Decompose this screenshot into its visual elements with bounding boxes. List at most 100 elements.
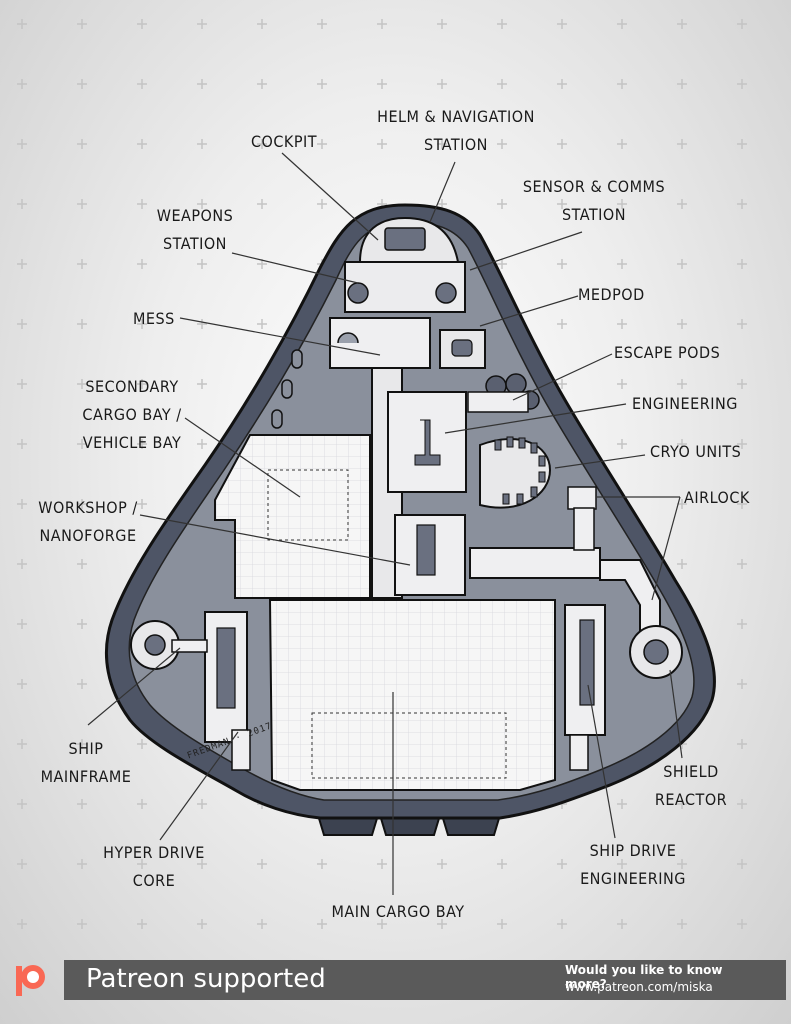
- grid-plus-marker: [617, 859, 627, 869]
- grid-plus-marker: [737, 319, 747, 329]
- grid-plus-marker: [77, 859, 87, 869]
- airlock-room: [567, 486, 597, 510]
- grid-plus-marker: [257, 19, 267, 29]
- grid-plus-marker: [77, 259, 87, 269]
- grid-plus-marker: [677, 859, 687, 869]
- label-helm-navigation: HELM & NAVIGATION STATION: [377, 107, 535, 154]
- grid-plus-marker: [197, 379, 207, 389]
- grid-plus-marker: [737, 679, 747, 689]
- grid-plus-marker: [737, 379, 747, 389]
- grid-plus-marker: [197, 79, 207, 89]
- grid-plus-marker: [317, 859, 327, 869]
- grid-plus-marker: [737, 499, 747, 509]
- grid-plus-marker: [617, 79, 627, 89]
- grid-plus-marker: [17, 619, 27, 629]
- grid-plus-marker: [77, 739, 87, 749]
- grid-plus-marker: [677, 799, 687, 809]
- grid-plus-marker: [77, 79, 87, 89]
- label-shield-reactor: SHIELD REACTOR: [654, 762, 728, 809]
- grid-plus-marker: [617, 319, 627, 329]
- label-workshop: WORKSHOP / NANOFORGE: [38, 498, 138, 545]
- grid-plus-marker: [617, 439, 627, 449]
- grid-plus-marker: [737, 79, 747, 89]
- grid-plus-marker: [737, 859, 747, 869]
- label-medpod: MEDPOD: [578, 285, 645, 304]
- grid-plus-marker: [737, 259, 747, 269]
- grid-plus-marker: [257, 139, 267, 149]
- label-secondary-cargo: SECONDARY CARGO BAY / VEHICLE BAY: [82, 377, 182, 452]
- grid-plus-marker: [317, 199, 327, 209]
- grid-plus-marker: [377, 19, 387, 29]
- grid-plus-marker: [677, 379, 687, 389]
- grid-plus-marker: [737, 139, 747, 149]
- grid-plus-marker: [137, 859, 147, 869]
- patreon-logo-icon[interactable]: [10, 960, 50, 1000]
- grid-plus-marker: [137, 919, 147, 929]
- grid-plus-marker: [737, 919, 747, 929]
- grid-plus-marker: [197, 199, 207, 209]
- label-cryo-units: CRYO UNITS: [650, 442, 742, 461]
- footer-link[interactable]: www.patreon.com/miska: [565, 980, 713, 994]
- grid-plus-marker: [17, 919, 27, 929]
- grid-plus-marker: [557, 379, 567, 389]
- grid-plus-marker: [77, 499, 87, 509]
- secondary-cargo-bay: [214, 434, 371, 599]
- grid-plus-marker: [17, 319, 27, 329]
- grid-plus-marker: [557, 199, 567, 209]
- grid-plus-marker: [17, 139, 27, 149]
- grid-plus-marker: [377, 79, 387, 89]
- grid-plus-marker: [617, 799, 627, 809]
- grid-plus-marker: [197, 439, 207, 449]
- cryo-pods: [494, 436, 546, 505]
- grid-plus-marker: [557, 859, 567, 869]
- grid-plus-marker: [437, 139, 447, 149]
- main-cargo-bay: [268, 599, 556, 791]
- grid-plus-marker: [137, 199, 147, 209]
- grid-plus-marker: [197, 919, 207, 929]
- grid-plus-marker: [557, 259, 567, 269]
- escape-pods: [467, 373, 540, 413]
- grid-plus-marker: [677, 79, 687, 89]
- grid-plus-marker: [437, 79, 447, 89]
- grid-plus-marker: [197, 859, 207, 869]
- grid-plus-marker: [77, 799, 87, 809]
- grid-plus-marker: [437, 19, 447, 29]
- grid-plus-marker: [737, 619, 747, 629]
- grid-plus-marker: [77, 199, 87, 209]
- grid-plus-marker: [77, 559, 87, 569]
- grid-plus-marker: [737, 19, 747, 29]
- grid-plus-marker: [437, 859, 447, 869]
- grid-plus-marker: [257, 199, 267, 209]
- label-airlock: AIRLOCK: [684, 488, 750, 507]
- label-sensor-comms: SENSOR & COMMS STATION: [522, 177, 666, 224]
- grid-plus-marker: [317, 139, 327, 149]
- grid-plus-marker: [377, 919, 387, 929]
- grid-plus-marker: [77, 379, 87, 389]
- footer-title: Patreon supported: [86, 964, 326, 994]
- grid-plus-marker: [497, 139, 507, 149]
- grid-plus-marker: [557, 139, 567, 149]
- grid-plus-marker: [137, 439, 147, 449]
- grid-plus-marker: [497, 19, 507, 29]
- grid-plus-marker: [137, 799, 147, 809]
- label-main-cargo: MAIN CARGO BAY: [331, 902, 465, 921]
- grid-plus-marker: [677, 559, 687, 569]
- label-ship-mainframe: SHIP MAINFRAME: [40, 739, 132, 786]
- grid-plus-marker: [77, 19, 87, 29]
- grid-plus-marker: [137, 379, 147, 389]
- grid-plus-marker: [557, 79, 567, 89]
- grid-plus-marker: [197, 19, 207, 29]
- label-hyper-drive: HYPER DRIVE CORE: [103, 843, 205, 890]
- grid-plus-marker: [317, 19, 327, 29]
- airlock-corridor: [469, 547, 601, 579]
- grid-plus-marker: [437, 199, 447, 209]
- grid-plus-marker: [557, 319, 567, 329]
- grid-plus-marker: [317, 79, 327, 89]
- grid-plus-marker: [497, 199, 507, 209]
- grid-plus-marker: [17, 19, 27, 29]
- grid-plus-marker: [17, 679, 27, 689]
- footer-question: Would you like to know more?: [565, 963, 723, 991]
- leader-lines: [87, 152, 683, 895]
- footer-bar: [64, 960, 786, 1000]
